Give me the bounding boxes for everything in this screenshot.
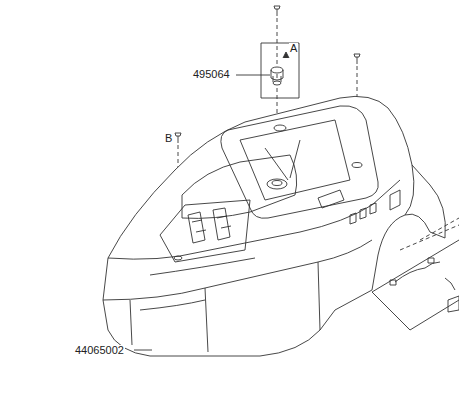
leader-line: [134, 350, 152, 351]
mower-body-cover: [103, 96, 445, 356]
part-number: 495064: [192, 69, 231, 80]
part-number: 44065002: [74, 345, 125, 356]
grommet-495064: [271, 67, 283, 85]
detail-letter: B: [164, 133, 173, 144]
detail-box: [261, 43, 299, 98]
leader-line: [236, 75, 270, 76]
wiring-plate: [372, 218, 459, 330]
detail-letter: A: [289, 43, 298, 54]
